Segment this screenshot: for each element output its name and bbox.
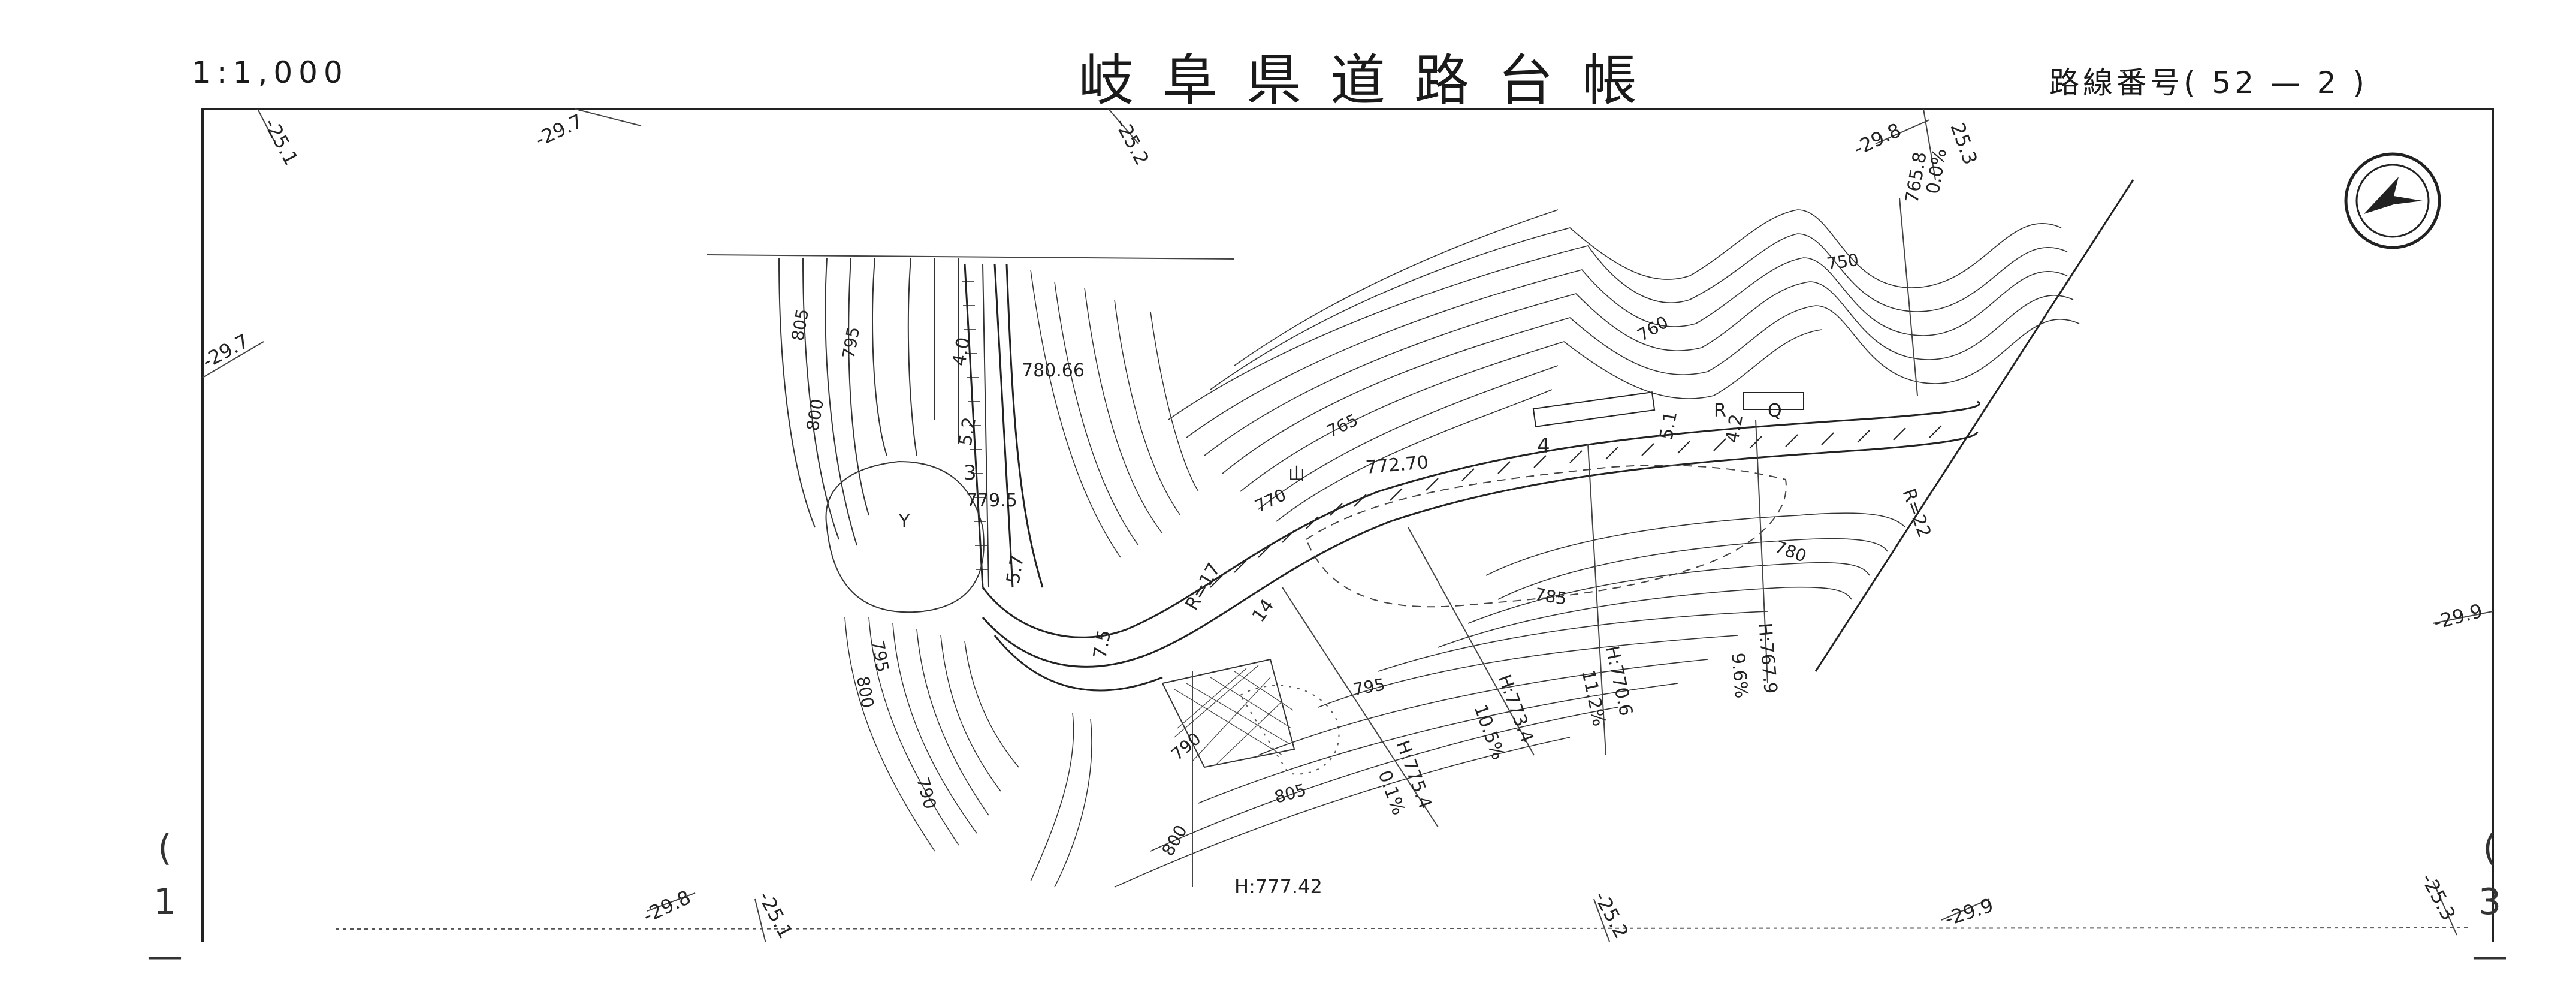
contours-lower-left [844,617,1092,888]
width-5-1: 5.1 [1656,409,1681,441]
contour-795-low: 795 [868,638,893,673]
contour-800-left: 800 [802,397,828,432]
right-side-label: ( 3 — [2472,827,2508,977]
road-mark-14: 14 [1248,595,1279,626]
ref-top-right-1: -29.8 [1850,119,1904,160]
contours-left-hill [1030,269,1199,558]
ref-top-left-1: -25.1 [259,114,303,169]
survey-base-line [335,927,2469,930]
dotted-area [1239,685,1340,775]
contour-780: 780 [1772,537,1810,566]
left-slope-hachures [778,257,989,588]
leader-h767 [1755,419,1768,684]
match-line [1814,179,2134,672]
ref-top-right-2: 25.3 [1946,120,1982,168]
route-number: 路線番号( 52 — 2 ) [2049,65,2369,100]
vegetation-area-center [1305,465,1787,608]
north-arrow-icon [2344,152,2441,249]
ref-bottom-1: -29.8 [639,886,694,927]
contour-790-mid: 790 [1167,729,1204,765]
road-map: -25.1 -29.7 -25.2 -29.8 25.3 -29.7 -29.9… [198,108,2494,942]
contour-785: 785 [1533,584,1568,609]
contour-770: 770 [1252,485,1289,516]
road-main-curve [982,400,1980,692]
width-5-7: 5.7 [1002,553,1028,585]
vegetation-area-left [825,460,985,613]
ref-bottom-right: -25.3 [2417,870,2460,924]
leader-h773 [1408,527,1535,756]
left-side-label: ( 1 — [147,827,183,977]
vegetation-y-label: Y [898,511,910,532]
contour-795-mid: 795 [1351,674,1386,699]
width-7-5: 7.5 [1089,628,1115,660]
survey-limit-line [706,254,1235,260]
h-777-42: H:777.42 [1234,875,1322,898]
contour-795-left: 795 [838,325,863,360]
grade-9-6: 9.6% [1727,652,1752,699]
ref-left-edge: -29.7 [198,330,253,373]
elev-780-66: 780.66 [1022,360,1085,381]
width-4-2: 4.2 [1722,412,1747,444]
ref-bottom-2: -25.1 [754,888,797,942]
cross-hatch-area [1161,658,1295,768]
leader-765 [1899,197,1918,396]
h-767-9: H:767.9 [1754,622,1781,695]
width-5-2: 5.2 [955,415,980,447]
contour-800-low: 800 [853,674,878,709]
page-title: 岐阜県道路台帳 [1079,49,1666,113]
contour-750: 750 [1825,250,1860,274]
road-q-label: Q [1768,400,1782,421]
ref-top-left-2: -29.7 [531,110,586,151]
retaining-walls [1532,391,1804,427]
radius-r17: R=17 [1182,560,1225,614]
contour-805-mid: 805 [1272,780,1308,807]
map-scale: 1:1,000 [192,55,349,90]
grade-10-5: 10.5% [1469,702,1508,763]
road-mark-4: 4 [1537,434,1550,458]
contour-800-mid: 800 [1158,822,1191,860]
ref-top-mid: -25.2 [1110,114,1153,169]
contours-lower-right [1114,512,1906,888]
ref-bottom-3: -25.2 [1590,888,1633,942]
contour-765: 765 [1324,410,1361,441]
contour-790-low: 790 [913,775,940,811]
contour-760: 760 [1634,312,1672,345]
contours-upper-right [1168,209,2080,522]
terrain-mark-yama: 山 [1288,464,1305,484]
cross-hatch-lines [1174,665,1294,765]
road-main-hatch [1210,425,1942,588]
road-mark-3: 3 [964,461,977,485]
road-r-label: R [1714,400,1726,421]
leader-h775 [1282,587,1439,828]
road-north-hatch [962,281,988,570]
contour-805-left: 805 [787,307,813,342]
leader-h770 [1587,443,1606,756]
elev-772-70: 772.70 [1365,452,1430,478]
elev-779-5: 779.5 [966,490,1017,511]
width-4-0: 4.0 [949,336,974,367]
sheet-edge-ticks [202,108,2493,942]
ref-bottom-4: -29.9 [1942,894,1996,931]
map-frame [201,108,2494,942]
ref-right-edge: -29.9 [2431,599,2485,634]
